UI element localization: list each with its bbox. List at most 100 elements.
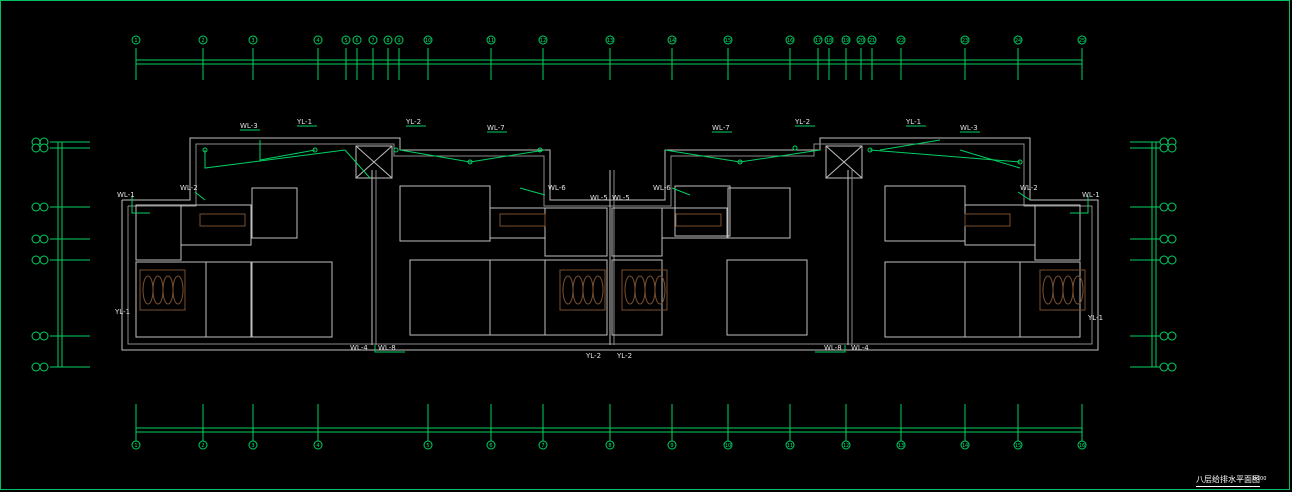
- axis-bubble-number: 3: [251, 443, 254, 449]
- axis-bubble: [31, 143, 41, 153]
- axis-bubble: [368, 35, 378, 45]
- bed-pillow: [162, 275, 174, 305]
- axis-bubble-number: 16: [787, 38, 793, 44]
- pipe-label: YL-2: [405, 118, 421, 126]
- kitchen-counter: [199, 213, 246, 227]
- pipe-run: [519, 187, 546, 196]
- axis-bubble: [383, 35, 393, 45]
- bathroom: [489, 207, 546, 239]
- axis-bubble: [313, 35, 323, 45]
- axis-bubble: [1013, 440, 1023, 450]
- axis-bubble: [1167, 143, 1177, 153]
- axis-bubble: [341, 35, 351, 45]
- room: [884, 185, 966, 242]
- bedroom: [884, 261, 966, 338]
- bed-pillow: [1072, 275, 1084, 305]
- axis-bubble: [394, 35, 404, 45]
- axis-bubble: [1167, 331, 1177, 341]
- pipe-label: WL-1: [1082, 191, 1100, 199]
- pipe-run: [1017, 191, 1031, 201]
- pipe-label: WL-2: [1020, 184, 1038, 192]
- axis-bubble-number: 11: [488, 38, 494, 44]
- pipe-label: WL-1: [117, 191, 135, 199]
- axis-bubble-number: 4: [316, 38, 319, 44]
- axis-bubble: [538, 35, 548, 45]
- room: [399, 185, 491, 242]
- pipe-run: [664, 149, 821, 163]
- drawing-scale: 1:100: [1252, 476, 1267, 482]
- axis-bubble: [867, 35, 877, 45]
- room: [674, 185, 731, 237]
- axis-bubble: [896, 35, 906, 45]
- bedroom: [205, 261, 252, 338]
- bed-pillow: [592, 275, 604, 305]
- axis-bubble-number: 17: [815, 38, 821, 44]
- axis-bubble: [31, 255, 41, 265]
- axis-bubble: [39, 202, 49, 212]
- axis-bubble-number: 7: [541, 443, 544, 449]
- riser-circle: [393, 147, 399, 153]
- axis-bubble-number: 6: [489, 443, 492, 449]
- axis-bubble: [1159, 143, 1169, 153]
- axis-bubble: [1077, 35, 1087, 45]
- pipe-run: [671, 187, 691, 196]
- axis-bubble-number: 1: [134, 443, 137, 449]
- pipe-run: [374, 345, 405, 353]
- pipe-label: WL-7: [712, 124, 730, 132]
- pipe-run: [259, 140, 316, 161]
- pipe-label: WL-5: [590, 194, 608, 202]
- axis-bubble: [1159, 331, 1169, 341]
- axis-bubble-number: 5: [344, 38, 347, 44]
- axis-bubble-number: 9: [670, 443, 673, 449]
- axis-bubble-number: 21: [869, 38, 875, 44]
- axis-bubble: [248, 35, 258, 45]
- bed-pillow: [624, 275, 636, 305]
- axis-bubble: [486, 35, 496, 45]
- pipe-label: YL-1: [905, 118, 921, 126]
- axis-bubble-number: 15: [725, 38, 731, 44]
- bedroom: [544, 259, 608, 336]
- wall: [355, 145, 393, 179]
- kitchen: [180, 204, 252, 246]
- axis-bubble: [896, 440, 906, 450]
- pipe-label: YL-1: [296, 118, 312, 126]
- elevator-right: [825, 145, 863, 179]
- bedroom: [409, 259, 491, 336]
- axis-bubble: [248, 440, 258, 450]
- pipe-label: YL-1: [1087, 314, 1103, 322]
- bed-pillow: [562, 275, 574, 305]
- axis-bubble-number: 10: [425, 38, 431, 44]
- wall: [825, 145, 863, 179]
- pipe-run: [869, 149, 1021, 163]
- pipe-label: WL-8: [378, 344, 396, 352]
- axis-bubble-number: 25: [1079, 38, 1085, 44]
- axis-bubble: [198, 35, 208, 45]
- axis-bubble-number: 23: [962, 38, 968, 44]
- drawing-title: 八层给排水平面图: [1196, 474, 1260, 487]
- pipe-run: [204, 149, 346, 169]
- axis-bubble-number: 2: [201, 443, 204, 449]
- bedroom: [489, 259, 546, 336]
- axis-bubble: [856, 35, 866, 45]
- axis-bubble: [605, 440, 615, 450]
- bedroom: [964, 261, 1021, 338]
- axis-bubble: [131, 35, 141, 45]
- living-room: [726, 259, 808, 336]
- axis-bubble-number: 12: [540, 38, 546, 44]
- axis-bubble: [39, 255, 49, 265]
- axis-bubble: [31, 234, 41, 244]
- pipe-label: YL-1: [114, 308, 130, 316]
- pipe-run: [959, 149, 1021, 169]
- axis-bubble: [824, 35, 834, 45]
- axis-bubble-number: 18: [826, 38, 832, 44]
- axis-bubble-number: 16: [1079, 443, 1085, 449]
- axis-bubble: [423, 35, 433, 45]
- kitchen-counter: [964, 213, 1011, 227]
- axis-bubble-number: 2: [201, 38, 204, 44]
- pipe-run: [399, 149, 546, 163]
- axis-bubble: [1159, 202, 1169, 212]
- axis-bubble-number: 6: [355, 38, 358, 44]
- stair: [727, 187, 791, 239]
- axis-bubble-number: 8: [608, 443, 611, 449]
